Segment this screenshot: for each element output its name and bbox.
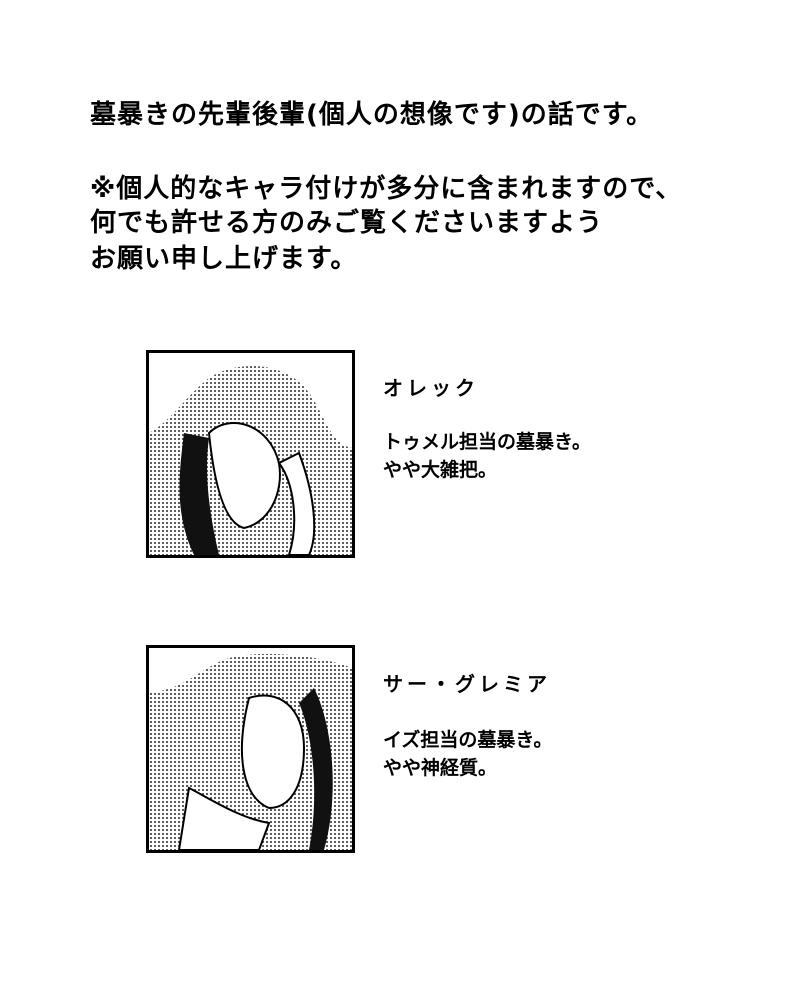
character-portrait-2 (146, 645, 355, 853)
hooded-figure-illustration (149, 353, 352, 555)
character-description-line2: やや神経質。 (383, 757, 498, 779)
character-name: オレック (383, 376, 479, 400)
character-description-line1: イズ担当の墓暴き。 (383, 729, 553, 751)
intro-note-line2: 何でも許せる方のみご覧くださいますよう (90, 208, 604, 238)
intro-note-line3: お願い申し上げます。 (90, 244, 358, 274)
hooded-figure-illustration (149, 648, 352, 850)
character-name: サー・グレミア (383, 672, 551, 696)
intro-note-line1: ※個人的なキャラ付けが多分に含まれますので、 (90, 174, 683, 204)
character-portrait-1 (146, 350, 355, 558)
intro-title: 墓暴きの先輩後輩(個人の想像です)の話です。 (90, 100, 654, 130)
character-description-line2: やや大雑把。 (383, 459, 498, 481)
character-description-line1: トゥメル担当の墓暴き。 (383, 431, 592, 453)
